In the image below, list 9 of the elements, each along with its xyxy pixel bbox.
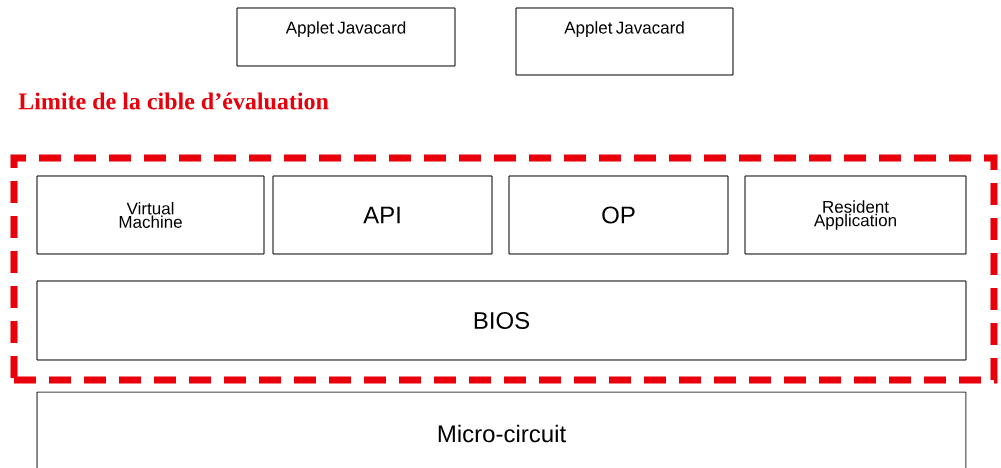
layer-box: Applet Javacard bbox=[515, 7, 734, 76]
layer-box: Resident Application bbox=[744, 175, 967, 255]
node-label: Limite de la cible d’évaluation bbox=[18, 92, 329, 110]
layer-box: Applet Javacard bbox=[236, 7, 456, 67]
layer-box: API bbox=[272, 175, 493, 255]
layer-box: BIOS bbox=[36, 280, 967, 361]
layer-box: Virtual Machine bbox=[36, 175, 265, 255]
layer-box: OP bbox=[508, 175, 729, 255]
layer-box: Micro-circuit bbox=[36, 391, 967, 468]
